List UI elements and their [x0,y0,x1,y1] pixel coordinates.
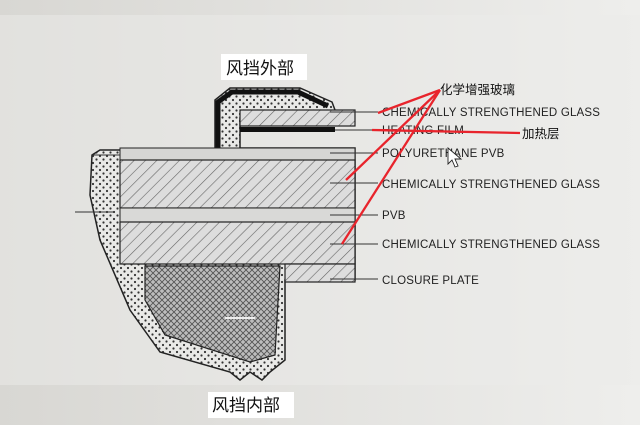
outer-shell [215,89,330,150]
layer-closure-plate [284,263,356,283]
cursor-icon [447,147,463,168]
label-closure-plate: CLOSURE PLATE [382,275,479,287]
leader-lines [330,111,378,280]
layer-glass2 [119,159,356,209]
inner-core [144,265,281,363]
inner-label: 风挡内部 [212,396,280,416]
red-annotation-lines [341,88,521,245]
heating-cn-label: 加热层 [522,126,560,141]
layer-pvb [119,207,356,223]
layer-heating-film [240,127,335,132]
inner-label-bg [208,392,294,418]
layer-glass3 [119,221,356,265]
label-glass1: CHEMICALLY STRENGTHENED GLASS [382,107,600,119]
label-glass3: CHEMICALLY STRENGTHENED GLASS [382,239,600,251]
chem-glass-cn-label: 化学增强玻璃 [440,82,515,97]
outer-label-bg [221,54,307,80]
layer-polyurethane [119,147,356,161]
outer-label: 风挡外部 [226,59,294,79]
layer-glass1 [239,109,356,127]
label-pvb: PVB [382,210,406,222]
label-polyurethane: POLYURETHANE PVB [382,148,505,160]
label-glass2: CHEMICALLY STRENGTHENED GLASS [382,179,600,191]
